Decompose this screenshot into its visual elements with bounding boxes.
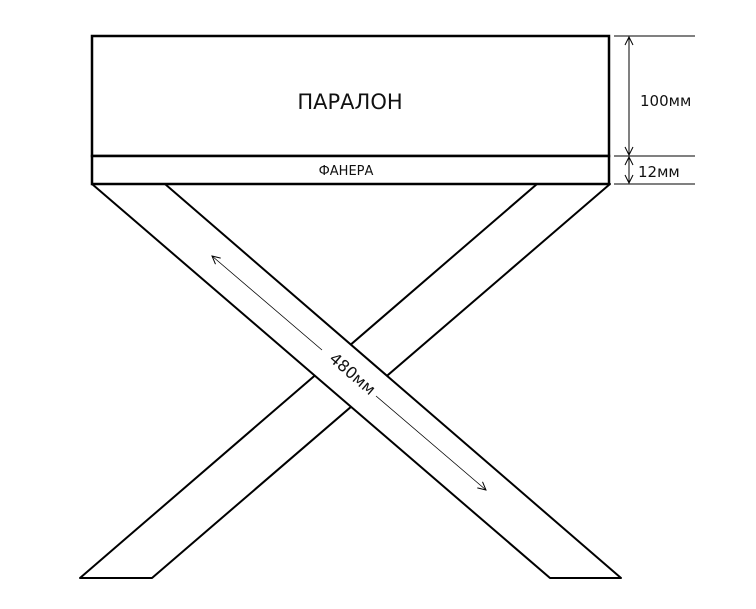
plywood-board <box>90 154 611 186</box>
plywood-thickness-label: 12мм <box>638 163 680 181</box>
foam-block <box>90 34 611 158</box>
leg-length-dimension <box>212 256 486 490</box>
foam-label: ПАРАЛОН <box>297 90 402 114</box>
plywood-label: ФАНЕРА <box>319 164 374 179</box>
thickness-dimensions <box>614 35 695 185</box>
foam-thickness-label: 100мм <box>640 92 691 110</box>
